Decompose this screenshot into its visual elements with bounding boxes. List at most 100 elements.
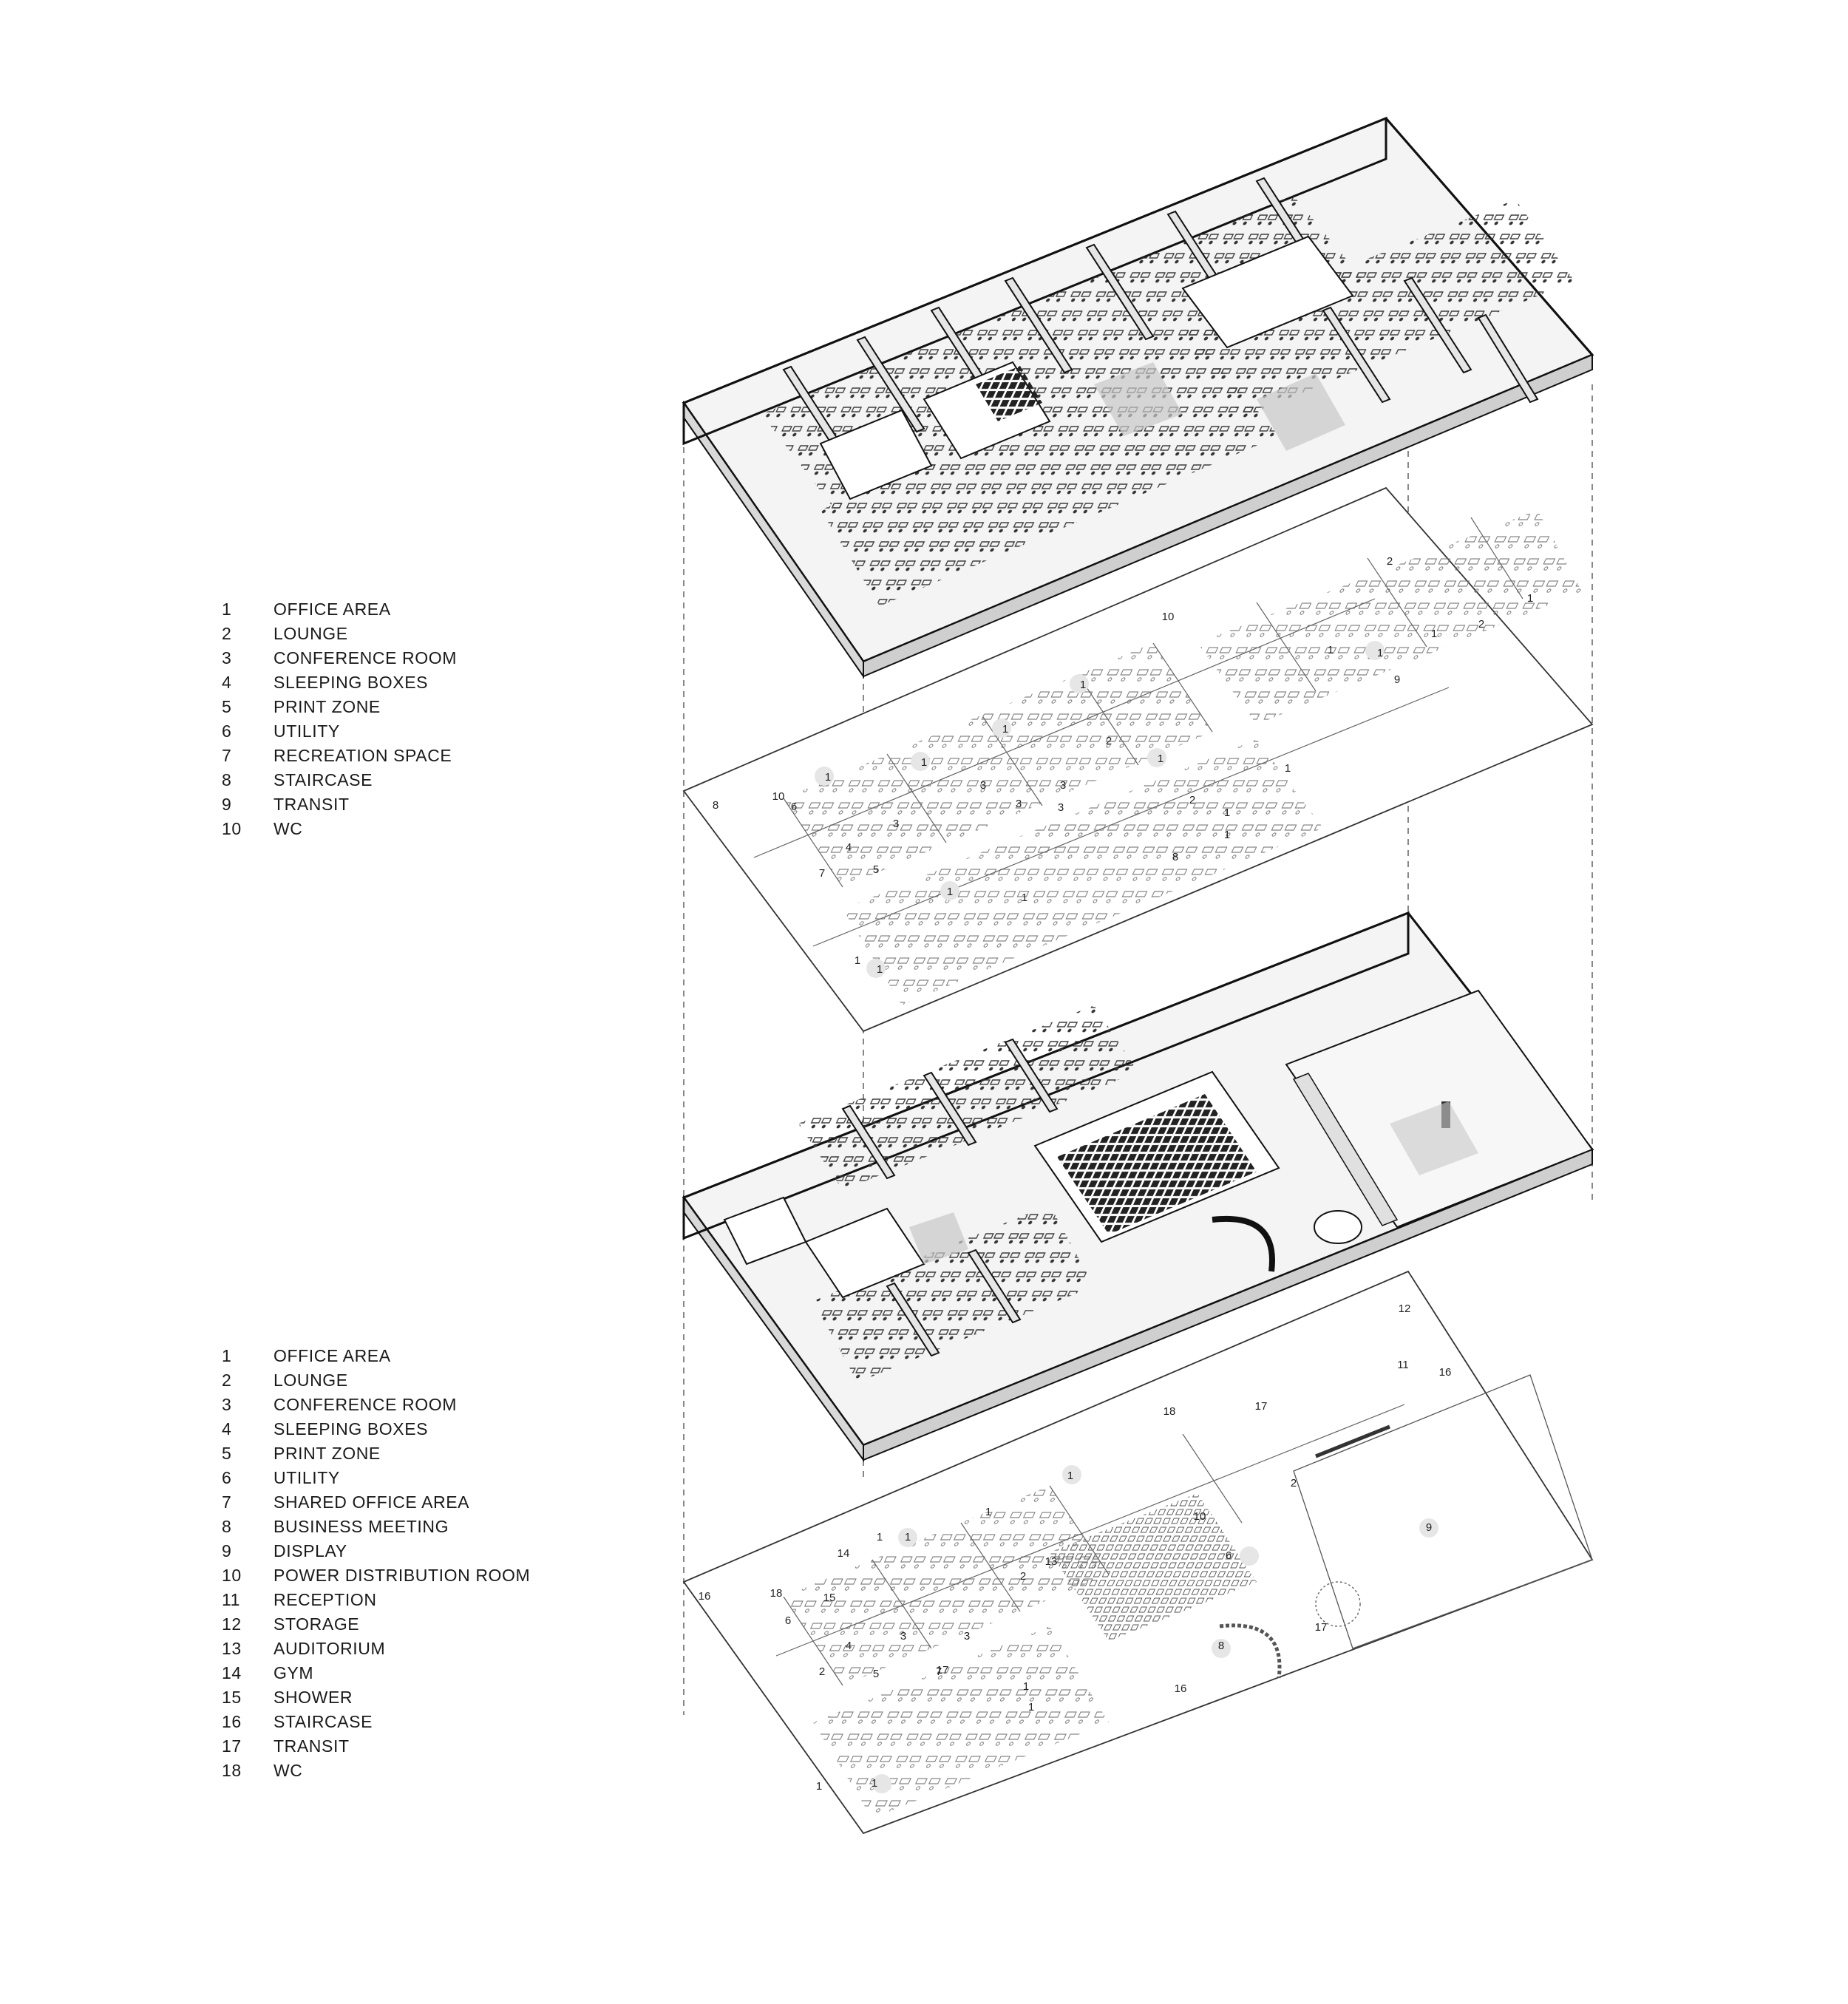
lower-floor-plan — [682, 1270, 1594, 1835]
room-number-label: 1 — [1002, 723, 1008, 736]
legend-row: 2 LOUNGE — [222, 1368, 530, 1393]
legend-label: SHOWER — [274, 1688, 353, 1707]
legend-number: 10 — [222, 819, 242, 838]
room-number-label: 7 — [936, 1665, 942, 1678]
room-number-label: 1 — [816, 1780, 822, 1793]
legend-label: SLEEPING BOXES — [274, 673, 429, 692]
room-number-label: 3 — [1060, 779, 1066, 792]
legend-label: STAIRCASE — [274, 770, 373, 789]
room-number-label: 10 — [772, 790, 785, 803]
legend-number: 5 — [222, 697, 232, 716]
room-number-label: 1 — [1022, 891, 1027, 904]
legend-label: PRINT ZONE — [274, 697, 381, 716]
room-number-label: 1 — [947, 886, 953, 898]
room-number-label: 6 — [1226, 1549, 1232, 1562]
legend-label: STAIRCASE — [274, 1712, 373, 1731]
legend-label: STORAGE — [274, 1614, 360, 1634]
legend-number: 2 — [222, 1370, 232, 1390]
room-number-label: 8 — [1172, 851, 1178, 863]
legend-number: 16 — [222, 1712, 242, 1731]
legend-label: RECREATION SPACE — [274, 746, 452, 765]
room-number-label: 6 — [791, 801, 797, 813]
room-number-label: 2 — [1291, 1477, 1297, 1490]
room-number-label: 11 — [1397, 1359, 1409, 1371]
room-number-label: 8 — [1218, 1640, 1224, 1652]
room-number-label: 2 — [1478, 618, 1484, 631]
legend-label: TRANSIT — [274, 1736, 350, 1756]
upper-floor-axonometric — [682, 116, 1594, 679]
legend-number: 12 — [222, 1614, 242, 1634]
room-number-label: 18 — [770, 1587, 783, 1600]
legend-label: UTILITY — [274, 1468, 340, 1487]
legend-number: 15 — [222, 1688, 242, 1707]
legend-number: 7 — [222, 746, 232, 765]
room-number-label: 16 — [1175, 1682, 1187, 1695]
legend-label: BUSINESS MEETING — [274, 1517, 449, 1536]
legend-label: OFFICE AREA — [274, 599, 391, 619]
legend-label: TRANSIT — [274, 795, 350, 814]
room-number-label: 5 — [873, 863, 879, 876]
legend-number: 3 — [222, 1395, 232, 1414]
room-number-label: 17 — [1315, 1621, 1328, 1634]
legend-number: 13 — [222, 1639, 242, 1658]
room-number-label: 1 — [825, 771, 831, 784]
legend-number: 10 — [222, 1566, 242, 1585]
legend-label: PRINT ZONE — [274, 1444, 381, 1463]
legend-number: 1 — [222, 1346, 232, 1365]
legend-row: 5 PRINT ZONE — [222, 695, 457, 719]
room-number-label: 1 — [1527, 592, 1533, 605]
room-number-label: 1 — [985, 1506, 991, 1518]
legend-label: UTILITY — [274, 721, 340, 741]
room-number-label: 1 — [872, 1777, 877, 1790]
legend-number: 9 — [222, 1541, 232, 1560]
room-number-label: 17 — [1255, 1400, 1268, 1413]
room-number-label: 3 — [980, 779, 986, 792]
room-number-label: 5 — [873, 1668, 879, 1680]
legend-row: 4 SLEEPING BOXES — [222, 1417, 530, 1441]
room-number-label: 1 — [855, 954, 860, 967]
room-number-label: 1 — [905, 1531, 911, 1543]
room-number-label: 16 — [699, 1590, 711, 1603]
room-number-label: 1 — [1224, 806, 1230, 819]
room-number-label: 1 — [1067, 1470, 1073, 1482]
legend-number: 4 — [222, 1419, 232, 1439]
legend-number: 3 — [222, 648, 232, 668]
room-number-label: 4 — [846, 1640, 852, 1652]
legend-label: LOUNGE — [274, 1370, 348, 1390]
room-number-label: 1 — [877, 963, 883, 976]
legend-row: 10 WC — [222, 817, 457, 841]
room-number-label: 1 — [921, 756, 927, 769]
upper-floor-plan — [682, 486, 1594, 1033]
room-number-label: 10 — [1162, 611, 1175, 623]
legend-row: 16 STAIRCASE — [222, 1710, 530, 1734]
room-number-label: 1 — [877, 1531, 883, 1543]
room-number-label: 2 — [1020, 1570, 1026, 1583]
room-number-label: 1 — [1328, 644, 1334, 656]
legend-label: RECEPTION — [274, 1590, 377, 1609]
legend-number: 6 — [222, 1468, 232, 1487]
legend-label: WC — [274, 819, 303, 838]
room-number-label: 2 — [1189, 794, 1195, 806]
room-number-label: 1 — [1158, 753, 1164, 765]
room-number-label: 1 — [1377, 647, 1383, 659]
room-number-label: 16 — [1439, 1366, 1452, 1379]
legend-label: SLEEPING BOXES — [274, 1419, 429, 1439]
room-number-label: 7 — [819, 867, 825, 880]
